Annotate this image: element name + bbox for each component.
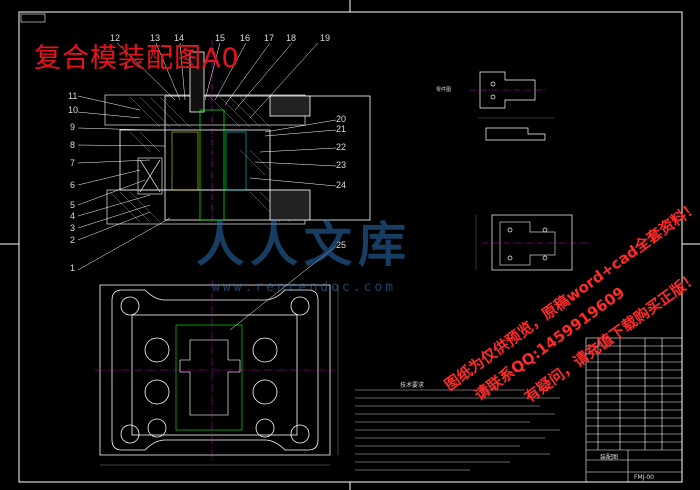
part-label: 5	[70, 200, 76, 210]
part-label: 4	[70, 211, 76, 221]
assembly-section-view	[104, 40, 371, 225]
die-plan-view	[95, 280, 339, 466]
title-block	[585, 337, 683, 483]
part-label: 6	[70, 180, 76, 190]
part-label: 17	[264, 33, 275, 43]
leader-lines	[77, 42, 337, 331]
part-label: 9	[70, 122, 76, 132]
part-label: 3	[70, 223, 76, 233]
part-label: 25	[336, 240, 347, 250]
watermark-url: www.renrendoc.com	[212, 280, 397, 295]
title-block-name: 装配图	[600, 454, 619, 461]
watermark-logo: 人人文库	[196, 217, 413, 273]
title-block-code: FMJ-00	[634, 474, 654, 481]
part-label: 8	[70, 140, 76, 150]
part-label: 15	[215, 33, 226, 43]
part-label: 20	[336, 114, 347, 124]
part-label: 1	[70, 263, 76, 273]
part-label: 11	[68, 91, 78, 101]
part-label: 2	[70, 235, 76, 245]
part-label: 21	[336, 124, 347, 134]
part-label: 16	[240, 33, 251, 43]
part-label: 24	[336, 180, 347, 190]
drawing-title: 复合模装配图A0	[34, 43, 240, 74]
part-label: 10	[68, 105, 79, 115]
notes-title: 技术要求	[400, 382, 425, 389]
technical-notes	[355, 389, 560, 471]
part-label: 7	[70, 158, 76, 168]
part-label: 12	[110, 33, 121, 43]
part-label: 22	[336, 142, 347, 152]
part-detail-label: 零件图	[436, 87, 452, 93]
part-detail-views	[470, 71, 590, 271]
part-label: 23	[336, 160, 347, 170]
part-label: 19	[320, 33, 331, 43]
part-label: 14	[174, 33, 185, 43]
part-label: 13	[150, 33, 161, 43]
part-label: 18	[286, 33, 297, 43]
